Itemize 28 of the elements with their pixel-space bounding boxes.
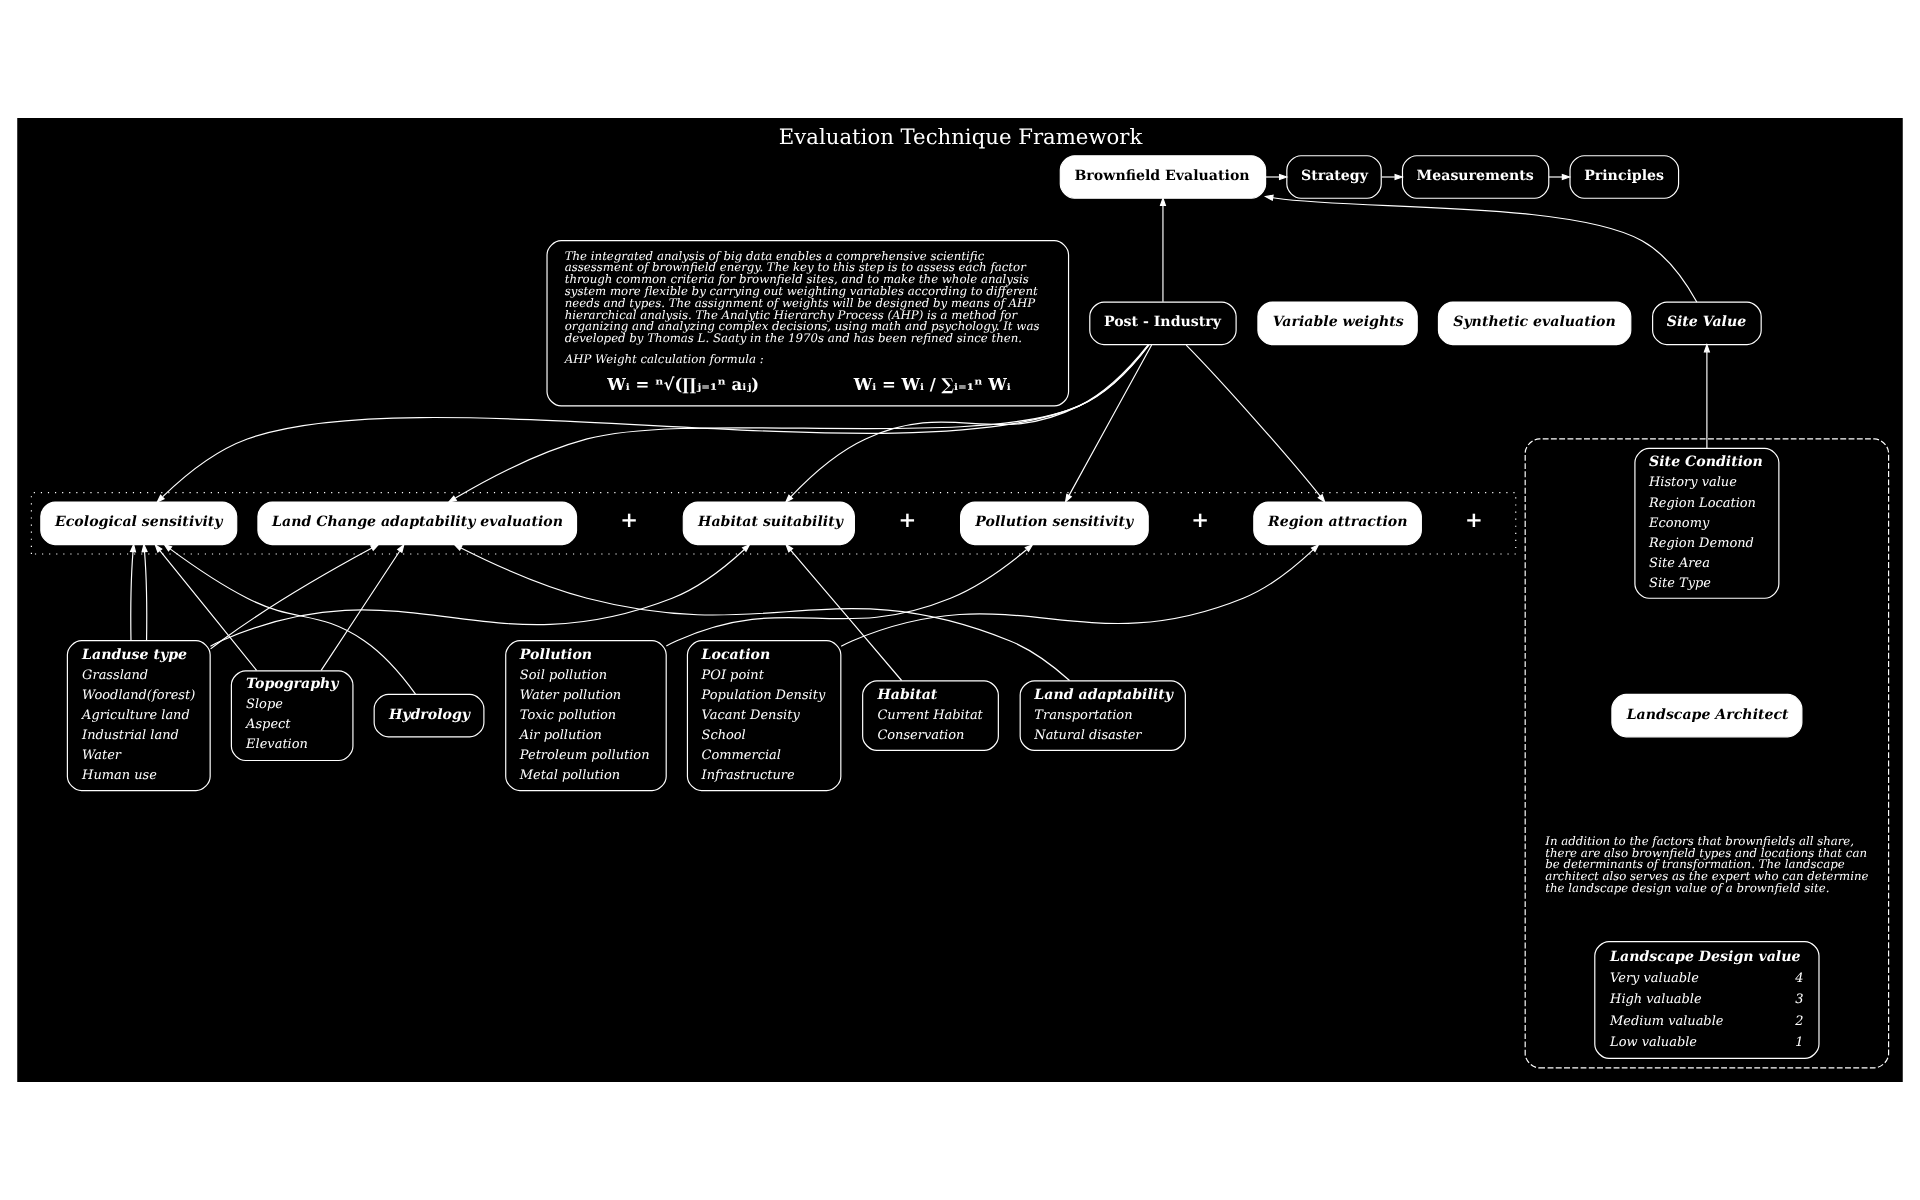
arrow [452,543,1071,682]
arrow [210,543,380,650]
arrow [1185,344,1326,504]
arrow [1381,173,1404,181]
label: + [898,507,917,534]
arrow [1703,342,1711,449]
arrow [665,543,1034,647]
arrow [320,543,405,671]
label: + [620,507,638,534]
arrow [840,543,1320,647]
cluster [1524,438,1890,1069]
arrow [1548,173,1572,181]
arrow [1064,344,1153,504]
arrow [209,543,751,647]
label: + [1465,507,1483,534]
arrow [129,542,137,642]
arrow [784,344,1149,504]
arrow [1265,173,1289,181]
arrow [154,543,258,671]
arrow [784,543,903,682]
label: + [1191,507,1210,534]
arrow [162,543,417,695]
arrow [447,344,1150,503]
arrow [1159,196,1167,303]
diagram-title: Evaluation Technique Framework [778,124,1143,151]
arrow [156,344,1150,504]
arrow [141,542,148,642]
arrow [1263,194,1698,303]
